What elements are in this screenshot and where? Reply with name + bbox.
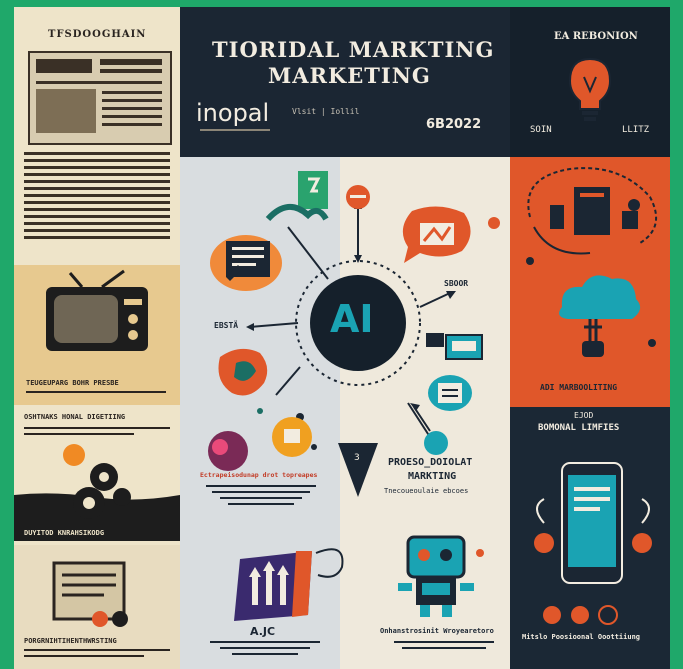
right-top-panel: EA REBONION SOIN LLITZ bbox=[510, 7, 670, 157]
brand-name: inopal bbox=[196, 99, 270, 127]
center-right-sub: Tnecoueoulaie ebcoes bbox=[384, 487, 469, 495]
right-bottom-label: Mitslo Poosioonal Ooottiiung bbox=[522, 633, 641, 641]
bulb-left-label: SOIN bbox=[530, 125, 552, 135]
text-lines-block bbox=[24, 152, 170, 243]
right-bottom-panel: EJOD BOMONAL LIMFIES Mitslo Poosioonal O… bbox=[510, 407, 670, 669]
devices-icon bbox=[526, 167, 658, 357]
bulb-right-label: LLITZ bbox=[622, 125, 650, 135]
left-bottom-heading: PORGRNIHTIHENTHWRSTING bbox=[24, 637, 117, 645]
center-diagram bbox=[208, 171, 500, 621]
cloud-label: ADI MARBOOLITING bbox=[540, 383, 618, 392]
right-mid-heading-2: BOMONAL LIMFIES bbox=[538, 423, 620, 433]
newspaper-illustration bbox=[28, 51, 172, 145]
gears-panel: OSHTNAKS HONAL DIGETIING DUYITOD KNRAHSI… bbox=[14, 405, 180, 545]
right-mid-heading-1: EJOD bbox=[574, 411, 594, 420]
document-icon bbox=[52, 561, 128, 627]
left-bottom-panel: PORGRNIHTIHENTHWRSTING bbox=[14, 545, 180, 669]
lightbulb-icon bbox=[568, 57, 612, 121]
right-orange-panel: ADI MARBOOLITING bbox=[510, 157, 670, 407]
center-bottom-left-label: A.JC bbox=[250, 625, 276, 638]
center-left-label: EBSTÄ bbox=[214, 321, 239, 330]
center-right-label: SBOOR bbox=[444, 279, 469, 288]
brand-tag: Vlsit | Iollil bbox=[292, 107, 360, 116]
center-right-heading-1: PROESO_DOIOLAT bbox=[388, 457, 473, 468]
right-column: EA REBONION SOIN LLITZ bbox=[510, 7, 670, 669]
left-column: TFSDOOGHAIN bbox=[14, 7, 180, 669]
tv-caption: TEUGEUPARG BOHR PRESBE bbox=[26, 379, 119, 387]
title-line-2: MARKETING bbox=[268, 63, 431, 88]
center-mid-caption: Ectrapeisodunap drot topreapes bbox=[200, 471, 318, 479]
gears-caption: DUYITOD KNRAHSIKODG bbox=[24, 529, 105, 537]
left-mid-heading: OSHTNAKS HONAL DIGETIING bbox=[24, 413, 126, 421]
infographic-poster: TFSDOOGHAIN bbox=[14, 7, 670, 669]
center-right-heading-2: MARKTING bbox=[408, 471, 457, 482]
center-bottom-right-label: Onhanstrosinit Wroyearetoro bbox=[380, 627, 494, 635]
tv-icon bbox=[46, 269, 148, 351]
social-icons bbox=[543, 605, 618, 625]
title-line-1: TIORIDAL MARKTING bbox=[212, 37, 495, 62]
phone-icon bbox=[534, 462, 652, 584]
center-header: TIORIDAL MARKTING MARKETING inopal Vlsit… bbox=[180, 7, 510, 157]
right-top-heading: EA REBONION bbox=[554, 31, 638, 42]
center-dot-marker: 3 bbox=[354, 453, 360, 463]
gears-icon bbox=[14, 444, 180, 541]
left-top-heading: TFSDOOGHAIN bbox=[48, 29, 147, 40]
ai-label: AI bbox=[330, 297, 374, 341]
tv-panel: TEUGEUPARG BOHR PRESBE bbox=[14, 265, 180, 405]
center-column: TIORIDAL MARKTING MARKETING inopal Vlsit… bbox=[180, 7, 510, 669]
header-date: 6B2022 bbox=[426, 117, 482, 132]
